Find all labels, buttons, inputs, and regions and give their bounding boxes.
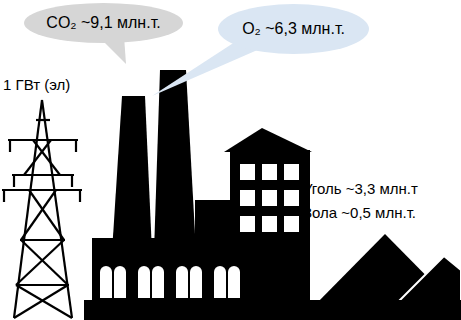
bubble-tail	[152, 40, 262, 96]
speech-bubble: O₂ ~6,3 млн.т.	[218, 4, 369, 54]
ash-label: Зола ~0,5 млн.т.	[303, 204, 416, 222]
office-building	[224, 128, 312, 308]
chimneys	[112, 70, 196, 252]
bubble-text: CO₂ ~9,1 млн.т.	[46, 14, 160, 32]
hall-windows	[100, 266, 240, 298]
bubble-body	[24, 3, 183, 43]
coal-piles	[312, 234, 461, 308]
building-windows	[240, 164, 299, 232]
bubble-text: O₂ ~6,3 млн.т.	[242, 20, 345, 38]
speech-bubble: CO₂ ~9,1 млн.т.	[24, 3, 183, 43]
power-output-label: 1 ГВт (эл)	[3, 76, 70, 94]
bubble-body	[218, 4, 369, 54]
ground	[84, 300, 461, 320]
coal-label: Уголь ~3,3 млн.т	[303, 180, 418, 198]
transmission-tower	[2, 100, 82, 318]
